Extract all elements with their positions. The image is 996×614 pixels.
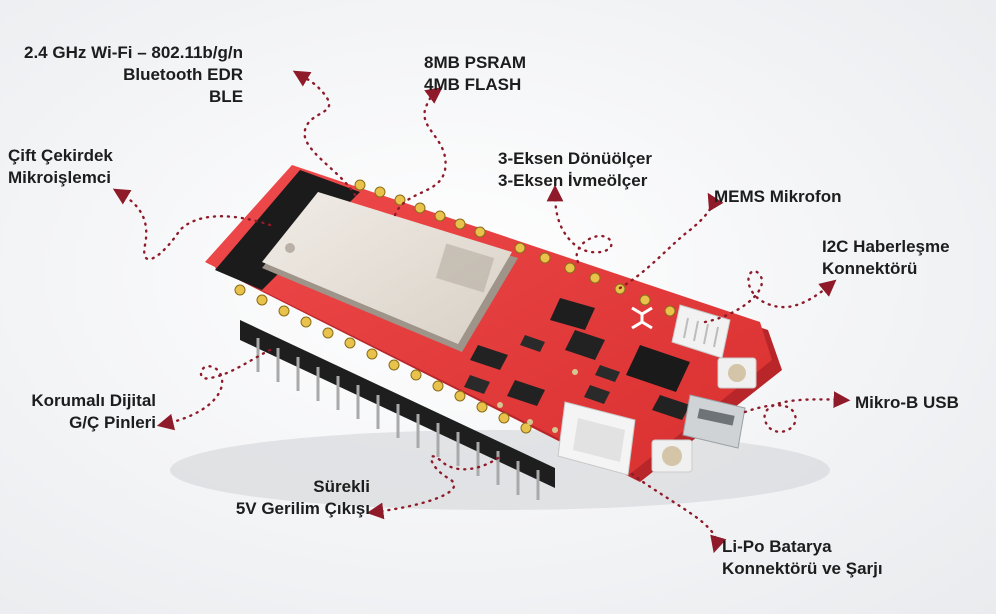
brand-logo: [631, 306, 653, 330]
leader-lines: [112, 70, 851, 554]
usb-label-line1: Mikro-B USB: [855, 393, 959, 412]
cpu-label: Çift Çekirdek Mikroişlemci: [8, 145, 113, 189]
power-label: Sürekli 5V Gerilim Çıkışı: [200, 476, 370, 520]
usb-label: Mikro-B USB: [855, 392, 959, 414]
board-buttons: [651, 357, 757, 473]
wifi-label-line2: Bluetooth EDR: [123, 65, 244, 84]
gpio-label: Korumalı Dijital G/Ç Pinleri: [8, 390, 156, 434]
imu-label: 3-Eksen Dönüölçer 3-Eksen İvmeölçer: [498, 148, 652, 192]
micro-usb-port: [682, 394, 746, 449]
cpu-label-line1: Çift Çekirdek: [8, 146, 113, 165]
components: [464, 298, 690, 433]
imu-label-line2: 3-Eksen İvmeölçer: [498, 171, 648, 190]
pads-top: [354, 179, 676, 317]
esp32-module: [262, 192, 518, 352]
power-label-line1: Sürekli: [313, 477, 370, 496]
wifi-label-line3: BLE: [209, 87, 244, 106]
cpu-label-line2: Mikroişlemci: [8, 168, 111, 187]
i2c-label: I2C Haberleşme Konnektörü: [822, 236, 950, 280]
wifi-label-line1: 2.4 GHz Wi-Fi – 802.11b/g/n: [24, 43, 244, 62]
wifi-bluetooth-label: 2.4 GHz Wi-Fi – 802.11b/g/n Bluetooth ED…: [24, 42, 243, 108]
memory-label-line2: 4MB FLASH: [424, 75, 522, 94]
i2c-label-line2: Konnektörü: [822, 259, 918, 278]
battery-label-line2: Konnektörü ve Şarjı: [722, 559, 883, 578]
battery-label-line1: Li-Po Batarya: [722, 537, 832, 556]
pads-bottom: [234, 284, 532, 434]
memory-label-line1: 8MB PSRAM: [424, 53, 527, 72]
memory-label: 8MB PSRAM 4MB FLASH: [424, 52, 526, 96]
mic-label-line1: MEMS Mikrofon: [714, 187, 842, 206]
imu-label-line1: 3-Eksen Dönüölçer: [498, 149, 652, 168]
battery-label: Li-Po Batarya Konnektörü ve Şarjı: [722, 536, 883, 580]
power-label-line2: 5V Gerilim Çıkışı: [235, 499, 370, 518]
header-pins: [240, 320, 555, 500]
i2c-connector-part: [671, 304, 731, 359]
gpio-label-line2: G/Ç Pinleri: [69, 413, 156, 432]
lipo-connector-part: [557, 401, 636, 476]
gpio-label-line1: Korumalı Dijital: [31, 391, 156, 410]
mic-label: MEMS Mikrofon: [714, 186, 842, 208]
i2c-label-line1: I2C Haberleşme: [822, 237, 950, 256]
